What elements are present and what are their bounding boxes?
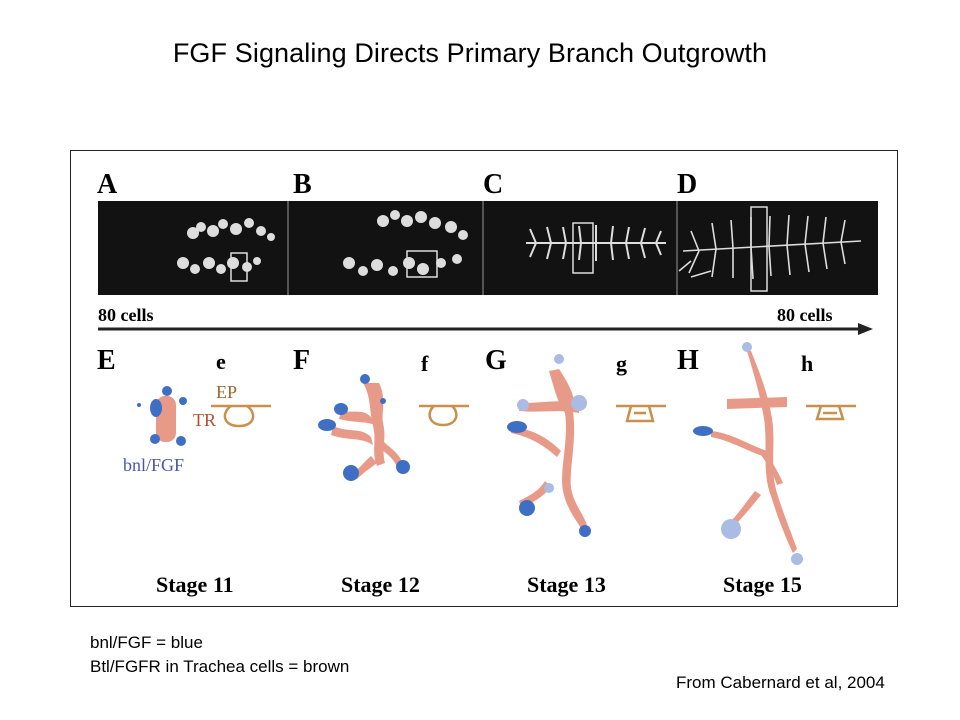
- microscopy-panel-b: [343, 210, 468, 278]
- label-tr: TR: [193, 410, 216, 430]
- color-legend: bnl/FGF = blue Btl/FGFR in Trachea cells…: [90, 631, 349, 679]
- stage-label-11: Stage 11: [156, 572, 234, 597]
- citation: From Cabernard et al, 2004: [676, 673, 885, 692]
- panel-letter-a: A: [97, 169, 118, 200]
- label-bnl-fgf: bnl/FGF: [123, 455, 184, 475]
- cell-count-arrow: [98, 323, 873, 335]
- panel-letter-g: G: [485, 345, 507, 376]
- stage-label-15: Stage 15: [723, 572, 802, 597]
- panel-letter-d: D: [677, 169, 697, 200]
- arrow-right-label: 80 cells: [777, 305, 833, 325]
- slide-title: FGF Signaling Directs Primary Branch Out…: [172, 38, 768, 68]
- panel-letter-f: F: [293, 345, 310, 376]
- legend-line-fgfr: Btl/FGFR in Trachea cells = brown: [90, 657, 350, 676]
- stage-label-12: Stage 12: [341, 572, 420, 597]
- microscopy-panel-c: [526, 222, 666, 274]
- inset-cross-section-e: [211, 404, 271, 428]
- inset-letter-g: g: [616, 351, 627, 376]
- figure-drawing: A B C D: [97, 169, 878, 597]
- figure-panel: A B C D: [70, 150, 898, 607]
- inset-letter-h: h: [801, 351, 813, 376]
- inset-cross-section-f: [419, 404, 469, 427]
- label-ep: EP: [216, 382, 237, 402]
- schematic-stage-15: [693, 342, 803, 565]
- microscopy-panel-d: [678, 206, 862, 292]
- microscopy-panel-a: [177, 218, 275, 282]
- stage-label-13: Stage 13: [527, 572, 606, 597]
- schematic-stage-12: [318, 374, 410, 481]
- inset-letter-e: e: [216, 349, 226, 374]
- inset-letter-f: f: [421, 351, 429, 376]
- inset-cross-section-g: [616, 404, 666, 423]
- arrow-left-label: 80 cells: [98, 305, 154, 325]
- panel-letter-c: C: [483, 169, 503, 200]
- panel-letter-e: E: [97, 345, 116, 376]
- legend-line-fgf: bnl/FGF = blue: [90, 633, 203, 652]
- panel-letter-h: H: [677, 345, 699, 376]
- microscopy-strip: [98, 201, 878, 295]
- schematic-stage-11: [137, 386, 187, 446]
- panel-letter-b: B: [293, 169, 312, 200]
- inset-cross-section-h: [806, 404, 856, 421]
- schematic-stage-13: [507, 354, 591, 537]
